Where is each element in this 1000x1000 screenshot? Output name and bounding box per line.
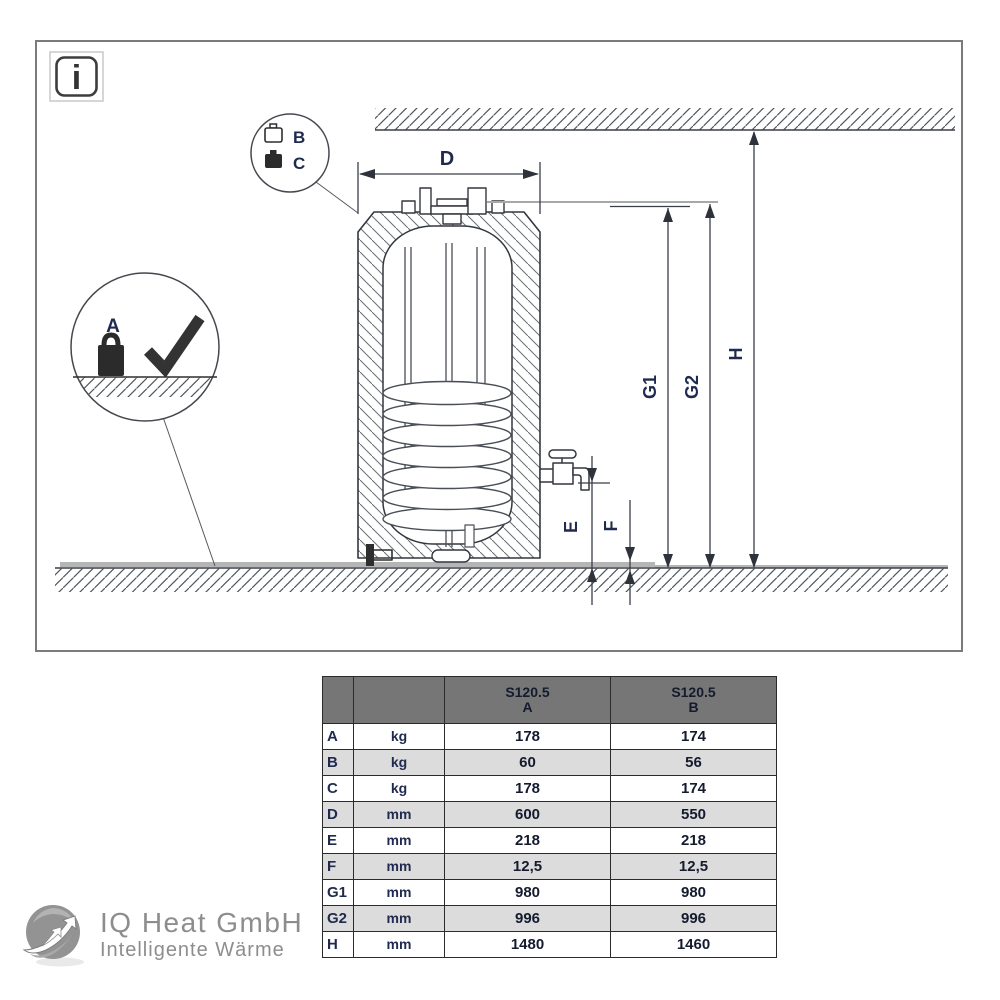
row-value-a: 178 (444, 775, 611, 802)
callout-label-c: C (293, 154, 305, 173)
model-b-variant: B (688, 699, 699, 715)
dimension-label-g2: G2 (682, 375, 702, 399)
row-unit: mm (353, 827, 445, 854)
floor-load-callout-circle: A (70, 272, 220, 567)
dimension-h (749, 131, 759, 568)
dimension-label-h: H (726, 348, 746, 361)
row-value-b: 174 (610, 723, 777, 750)
row-unit: kg (353, 775, 445, 802)
header-model-a: S120.5 A (444, 676, 611, 724)
weight-on-floor-icon (98, 332, 124, 376)
svg-text:i: i (72, 59, 81, 97)
row-value-b: 56 (610, 749, 777, 776)
row-value-a: 1480 (444, 931, 611, 958)
drawing-frame: i (35, 40, 963, 652)
callout-floor-hatch (71, 377, 219, 397)
checkmark-icon (144, 314, 205, 378)
row-value-a: 996 (444, 905, 611, 932)
header-model-b: S120.5 B (610, 676, 777, 724)
table-row: B kg 60 56 (322, 749, 777, 776)
dimension-g2 (705, 204, 715, 568)
row-unit: mm (353, 879, 445, 906)
table-row: G1 mm 980 980 (322, 879, 777, 906)
dimension-e (578, 456, 610, 605)
row-unit: mm (353, 853, 445, 880)
row-label: F (322, 853, 354, 880)
row-label: H (322, 931, 354, 958)
dimension-label-g1: G1 (640, 375, 660, 399)
floor-hatch (55, 562, 948, 592)
table-row: C kg 178 174 (322, 775, 777, 802)
drain-tap-icon (539, 449, 590, 491)
callout-label-b: B (293, 128, 305, 147)
row-value-a: 12,5 (444, 853, 611, 880)
table-row: E mm 218 218 (322, 827, 777, 854)
table-row: H mm 1480 1460 (322, 931, 777, 958)
row-label: E (322, 827, 354, 854)
model-b-name: S120.5 (671, 684, 716, 701)
row-value-a: 600 (444, 801, 611, 828)
row-label: D (322, 801, 354, 828)
header-empty-label (322, 676, 354, 724)
ceiling-hatch (375, 108, 955, 131)
row-value-a: 218 (444, 827, 611, 854)
tank-base (366, 544, 471, 566)
table-row: A kg 178 174 (322, 723, 777, 750)
table-row: F mm 12,5 12,5 (322, 853, 777, 880)
company-logo: IQ Heat GmbH Intelligente Wärme (22, 898, 303, 970)
row-value-b: 1460 (610, 931, 777, 958)
table-row: G2 mm 996 996 (322, 905, 777, 932)
row-label: G1 (322, 879, 354, 906)
info-icon: i (49, 51, 104, 102)
row-unit: kg (353, 723, 445, 750)
logo-tagline: Intelligente Wärme (100, 939, 285, 962)
row-value-a: 178 (444, 723, 611, 750)
row-value-b: 996 (610, 905, 777, 932)
row-label: B (322, 749, 354, 776)
callout-label-a: A (106, 316, 120, 337)
storage-tank (357, 187, 590, 566)
model-a-name: S120.5 (505, 684, 550, 701)
model-a-variant: A (522, 699, 533, 715)
row-value-b: 174 (610, 775, 777, 802)
dimension-drawing: i (49, 51, 955, 605)
header-empty-unit (353, 676, 445, 724)
globe-arrows-icon (22, 905, 84, 967)
heating-coil (382, 380, 512, 548)
row-value-b: 12,5 (610, 853, 777, 880)
table-row: D mm 600 550 (322, 801, 777, 828)
gross-weight-icon (264, 123, 283, 143)
spec-table-header-row: S120.5 A S120.5 B (322, 676, 777, 724)
row-value-b: 980 (610, 879, 777, 906)
row-unit: mm (353, 905, 445, 932)
row-label: G2 (322, 905, 354, 932)
row-value-a: 980 (444, 879, 611, 906)
net-weight-icon (265, 150, 282, 168)
dimension-g1 (663, 208, 673, 568)
row-value-a: 60 (444, 749, 611, 776)
weight-callout-circle: B C (250, 113, 359, 214)
dimension-f (625, 500, 635, 605)
dimension-label-e: E (561, 521, 581, 533)
row-value-b: 218 (610, 827, 777, 854)
row-unit: kg (353, 749, 445, 776)
row-label: A (322, 723, 354, 750)
spec-table: S120.5 A S120.5 B A kg 178 174 B kg 60 5… (322, 676, 777, 958)
row-unit: mm (353, 931, 445, 958)
logo-company-name: IQ Heat GmbH (100, 906, 304, 938)
top-connections (401, 187, 505, 225)
dimension-d (357, 162, 541, 214)
row-unit: mm (353, 801, 445, 828)
dimension-label-f: F (601, 521, 621, 532)
row-value-b: 550 (610, 801, 777, 828)
row-label: C (322, 775, 354, 802)
dimension-label-d: D (440, 148, 454, 170)
